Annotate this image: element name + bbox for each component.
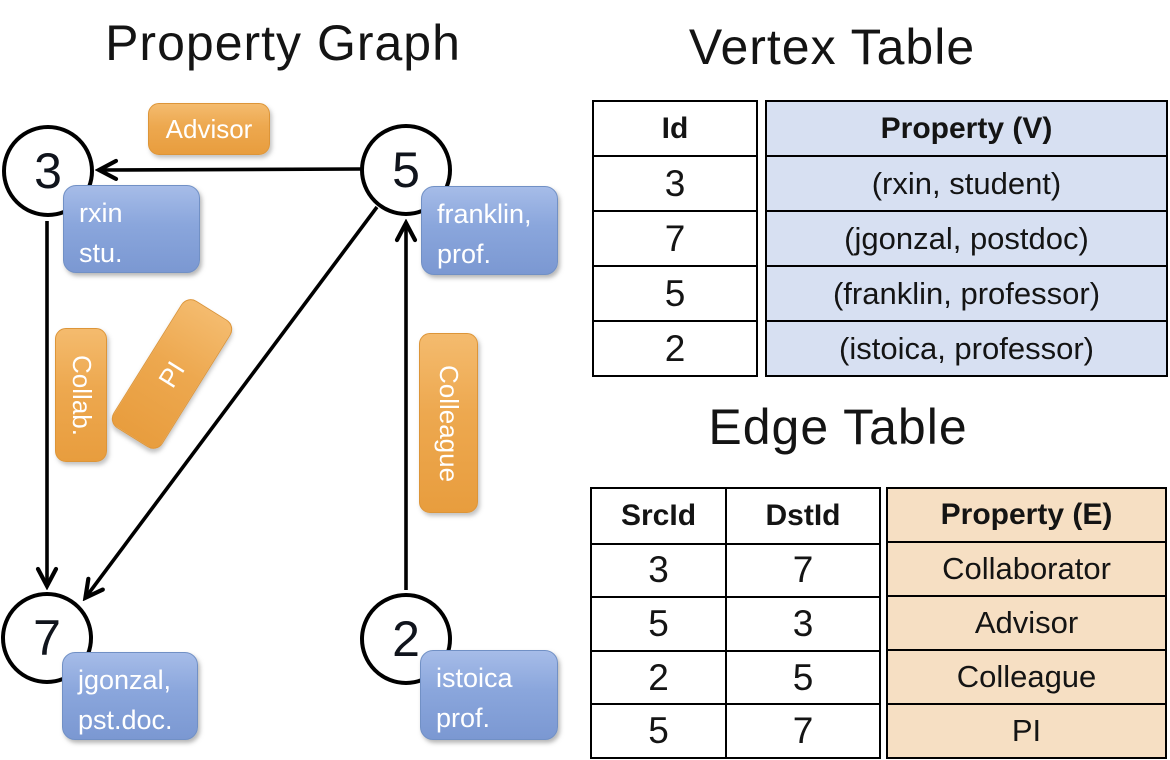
vertex-table-id-column: Id 3 7 5 2 [592, 100, 758, 377]
edge-label-text: PI [152, 355, 191, 393]
vertex-id-cell: 5 [594, 265, 756, 320]
vertex-id-cell: 7 [594, 210, 756, 265]
vertex-property-line: jgonzal, [78, 665, 172, 695]
edge-pi-line [86, 205, 379, 597]
edge-table-id-columns: SrcId DstId 3 7 5 3 2 5 5 7 [590, 487, 881, 759]
vertex-table-property-column: Property (V) (rxin, student) (jgonzal, p… [765, 100, 1168, 377]
vertex-table-header-property: Property (V) [880, 111, 1053, 145]
edge-label-text: Advisor [165, 113, 253, 144]
vertex-property-rxin: rxin stu. [63, 185, 200, 273]
edge-label-advisor: Advisor [148, 103, 270, 155]
vertex-table-header-id: Id [661, 111, 689, 145]
edge-table-header-srcid: SrcId [592, 489, 727, 543]
edge-label-text: Colleague [434, 364, 464, 482]
property-graph-title: Property Graph [105, 15, 461, 71]
edge-dstid-cell: 7 [727, 542, 879, 597]
vertex-property-line: prof. [436, 703, 491, 733]
edge-dstid-cell: 7 [727, 703, 879, 757]
vertex-table-title: Vertex Table [688, 19, 976, 75]
edge-srcid-cell: 2 [592, 649, 727, 704]
vertex-property-line: istoica [436, 663, 513, 693]
node-id-label: 3 [34, 143, 62, 199]
edge-srcid-cell: 5 [592, 703, 727, 757]
edge-dstid-cell: 5 [727, 649, 879, 704]
vertex-property-cell: (istoica, professor) [767, 320, 1166, 375]
vertex-property-cell: (franklin, professor) [767, 265, 1166, 320]
vertex-id-cell: 3 [594, 155, 756, 210]
node-id-label: 7 [33, 610, 61, 666]
vertex-property-franklin: franklin, prof. [421, 186, 558, 275]
edge-property-cell: PI [888, 703, 1165, 757]
vertex-property-cell: (rxin, student) [767, 155, 1166, 210]
edge-dstid-cell: 3 [727, 596, 879, 650]
vertex-property-jgonzal: jgonzal, pst.doc. [62, 652, 198, 740]
vertex-property-cell: (jgonzal, postdoc) [767, 210, 1166, 265]
edge-property-cell: Colleague [888, 649, 1165, 703]
edge-advisor-line [100, 169, 362, 170]
edge-label-text: Collab. [66, 354, 97, 436]
graph-node-2: 2 [360, 593, 452, 685]
vertex-property-line: franklin, [437, 199, 532, 229]
edge-label-colleague: Colleague [419, 333, 478, 513]
edge-srcid-cell: 3 [592, 542, 727, 597]
edge-label-collab: Collab. [55, 328, 107, 462]
vertex-id-cell: 2 [594, 320, 756, 375]
edge-srcid-cell: 5 [592, 596, 727, 650]
edge-table-property-column: Property (E) Collaborator Advisor Collea… [886, 487, 1167, 759]
vertex-property-line: stu. [79, 238, 123, 268]
vertex-property-line: prof. [437, 239, 492, 269]
vertex-property-line: pst.doc. [78, 705, 173, 735]
edge-table-header-property: Property (E) [940, 498, 1113, 531]
node-id-label: 2 [392, 611, 420, 667]
vertex-property-line: rxin [79, 198, 123, 228]
node-id-label: 5 [392, 142, 420, 198]
edge-table-title: Edge Table [708, 399, 968, 455]
edge-property-cell: Collaborator [888, 541, 1165, 595]
edge-property-cell: Advisor [888, 595, 1165, 649]
vertex-property-istoica: istoica prof. [420, 650, 558, 740]
graph-node-5: 5 [360, 124, 452, 216]
edge-table-header-dstid: DstId [765, 498, 841, 532]
